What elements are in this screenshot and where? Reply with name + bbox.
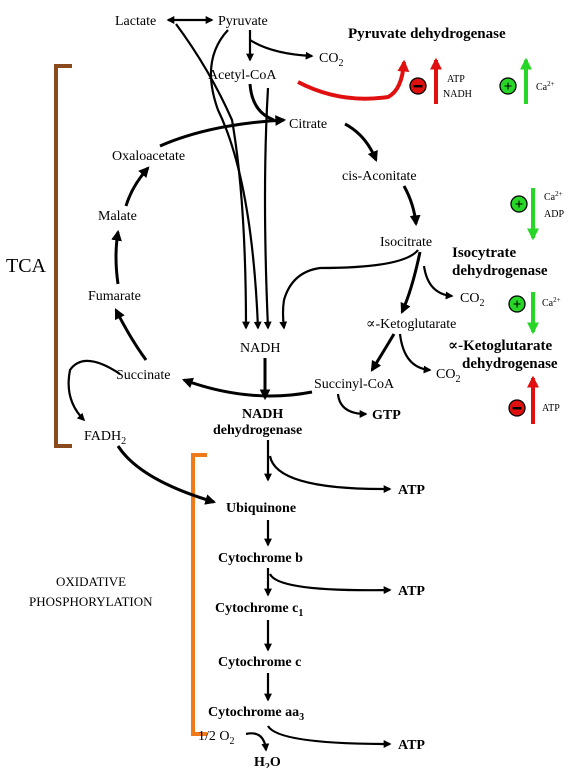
cytc1-label: Cytochrome c1: [215, 601, 303, 619]
cytb-label: Cytochrome b: [218, 551, 303, 566]
acetylcoa-drop-arrow: [248, 83, 275, 122]
acetyl-coa-label: Acetyl-CoA: [208, 68, 277, 83]
idh-enzyme-line2: dehydrogenase: [452, 263, 548, 279]
oxaloacetate-label: Oxaloacetate: [112, 149, 185, 164]
akg-to-succinylcoa-arrow: [370, 333, 396, 372]
tca-bracket: [54, 64, 72, 448]
fadh2-label: FADH2: [84, 429, 126, 447]
pdh-enzyme-label: Pyruvate dehydrogenase: [348, 26, 506, 42]
isocitrate-to-nadh-line: [279, 249, 419, 330]
o2-to-water-arrow: [245, 732, 270, 752]
tca-label: TCA: [6, 255, 47, 277]
idh-activator-ca: Ca2+: [544, 190, 563, 203]
citrate-label: Citrate: [289, 117, 327, 132]
cis-aconitate-label: cis-Aconitate: [342, 169, 417, 184]
minus-icon-bar: [413, 85, 423, 88]
atp-2-label: ATP: [398, 584, 425, 599]
pdh-activator-ca: Ca2+: [536, 80, 555, 93]
cytaa3-label: Cytochrome aa3: [208, 705, 304, 723]
idh-enzyme-line1: Isocytrate: [452, 245, 516, 261]
succinate-label: Succinate: [116, 368, 170, 383]
kgdh-activator-ca: Ca2+: [542, 296, 561, 309]
cisaconitate-to-isocitrate-arrow: [402, 185, 421, 227]
oxphos-bracket: [191, 453, 207, 736]
gtp-label: GTP: [372, 408, 401, 423]
kgdh-enzyme-line2: dehydrogenase: [462, 356, 558, 372]
cytaa3-atp-arrow: [267, 725, 392, 748]
akg-co2-arrow: [398, 333, 432, 374]
kgdh-enzyme-line1: ∝-Ketoglutarate: [448, 338, 553, 354]
acetyl-to-nadh-line: [263, 87, 272, 330]
pyruvate-to-co2-arrow: [249, 39, 314, 60]
fadh2-to-ubiquinone-arrow: [116, 445, 217, 505]
kgdh-plus-icon: [508, 295, 526, 313]
co2-idh-label: CO2: [460, 291, 484, 309]
citrate-to-cisaconitate-arrow: [344, 122, 378, 163]
succinate-to-fadh2-arrow: [67, 359, 121, 422]
pdh-inhibitor-nadh: NADH: [443, 89, 472, 100]
lactate-to-nadh-line: [175, 23, 250, 330]
pyruvate-to-nadh-line: [209, 29, 262, 330]
isocitrate-label: Isocitrate: [380, 235, 432, 250]
isocitrate-to-akg-arrow: [400, 251, 422, 314]
isocitrate-co2-arrow: [422, 265, 454, 300]
pdh-inhibition-curve: [297, 59, 410, 101]
succinate-to-fumarate-arrow: [114, 308, 148, 361]
kgdh-minus-bar: [512, 407, 522, 410]
succinylcoa-to-gtp-arrow: [336, 393, 368, 418]
acetylcoa-oxaloacetate-to-citrate-arrow: [159, 115, 287, 148]
oxphos-label-line2: PHOSPHORYLATION: [29, 594, 153, 609]
co2-kgdh-label: CO2: [436, 367, 460, 385]
nadh-dh-line2: dehydrogenase: [213, 423, 302, 438]
cytc-label: Cytochrome c: [218, 655, 301, 670]
fumarate-label: Fumarate: [88, 289, 141, 304]
fumarate-to-malate-arrow: [111, 229, 122, 285]
kgdh-plus-glyph: +: [513, 297, 522, 313]
water-label: H2O: [254, 755, 281, 768]
plus-icon: [499, 77, 517, 95]
succinylcoa-to-succinate-arrow: [181, 377, 313, 398]
pdh-inhibitor-atp: ATP: [447, 74, 465, 85]
succinyl-coa-label: Succinyl-CoA: [314, 377, 395, 392]
pyruvate-label: Pyruvate: [218, 14, 268, 29]
complex1-atp-arrow: [268, 455, 392, 494]
plus-icon-glyph: +: [504, 79, 513, 95]
akg-label: ∝-Ketoglutarate: [366, 317, 456, 332]
idh-plus-glyph: +: [515, 197, 524, 213]
idh-plus-icon: [510, 195, 528, 213]
atp-1-label: ATP: [398, 483, 425, 498]
malate-to-oxaloacetate-arrow: [124, 166, 150, 207]
nadh-label: NADH: [240, 341, 280, 356]
half-o2-label: 1/2 O2: [198, 729, 235, 747]
nadh-dh-line1: NADH: [242, 407, 283, 422]
co2-top-label: CO2: [319, 51, 343, 69]
malate-label: Malate: [98, 209, 137, 224]
kgdh-inhibitor-atp: ATP: [542, 403, 560, 414]
atp-3-label: ATP: [398, 738, 425, 753]
oxphos-label-line1: OXIDATIVE: [56, 574, 126, 589]
ubiquinone-label: Ubiquinone: [226, 501, 296, 516]
idh-activator-adp: ADP: [544, 209, 564, 220]
lactate-label: Lactate: [115, 14, 156, 29]
cytb-atp-arrow: [268, 573, 392, 595]
